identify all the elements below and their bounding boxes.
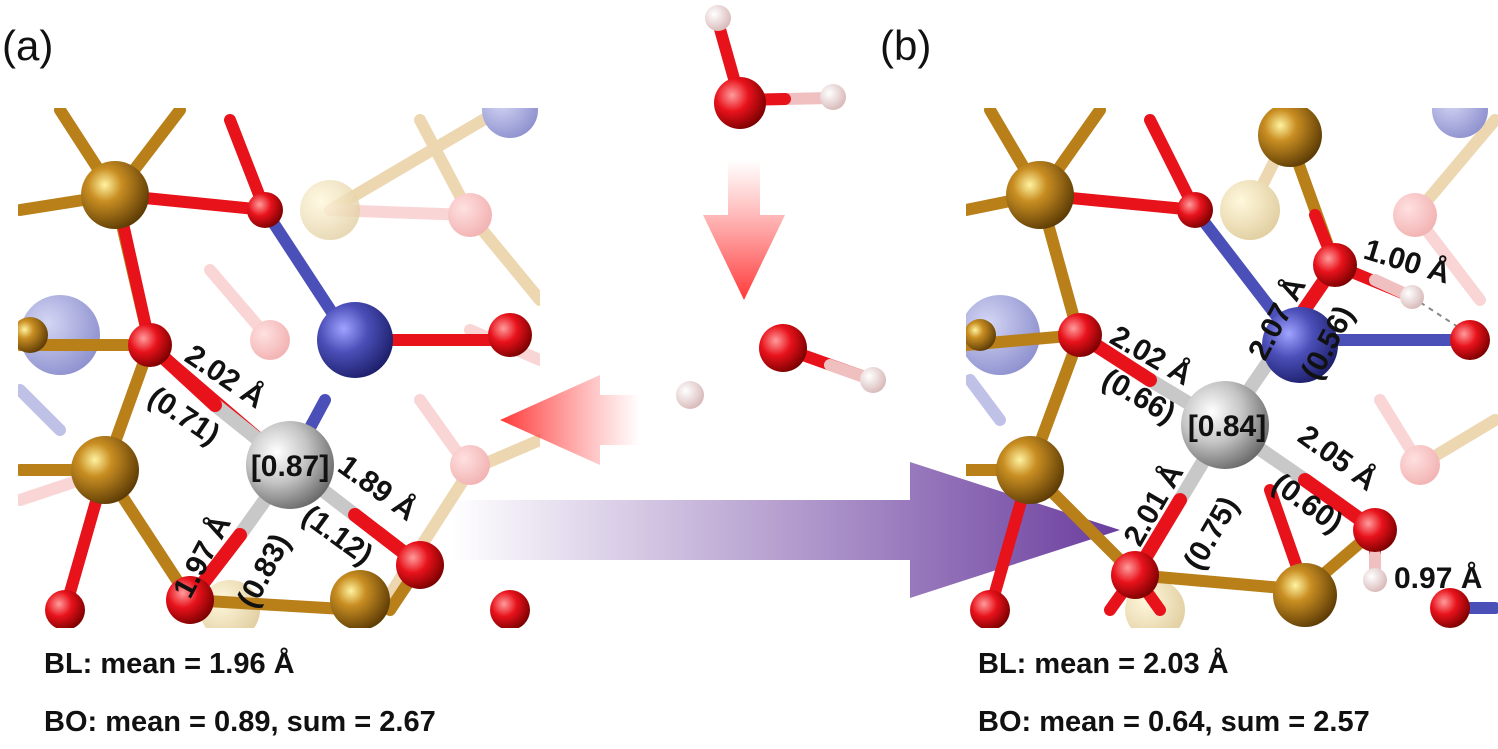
panel-b-bl-summary: BL: mean = 2.03 Å: [978, 648, 1229, 680]
panel-b-label: (b): [880, 22, 931, 69]
center-bond-order-a: [0.87]: [251, 450, 329, 483]
center-metal-atom-b: [1181, 381, 1269, 469]
red-arrow-left: [500, 375, 640, 465]
panel-a-bo-summary: BO: mean = 0.89, sum = 2.67: [44, 706, 436, 738]
hydroxyl-fragment: [759, 324, 886, 393]
oh-length-b-2: 0.97 Å: [1394, 562, 1482, 595]
red-arrow-down: [703, 160, 785, 300]
panel-a-structure: [18, 108, 540, 628]
center-metal-atom: [246, 421, 334, 509]
panel-a-bl-summary: BL: mean = 1.96 Å: [44, 648, 295, 680]
center-bond-order-b: [0.84]: [1188, 410, 1266, 443]
purple-arrow-right: [450, 462, 1120, 598]
panel-a-label: (a): [2, 22, 53, 69]
water-molecule: [705, 5, 846, 129]
panel-b-bo-summary: BO: mean = 0.64, sum = 2.57: [978, 706, 1370, 738]
bond-order-b-4: (0.75): [1177, 491, 1245, 575]
hydrogen-atom: [676, 381, 704, 409]
panel-b-structure: [966, 108, 1498, 628]
